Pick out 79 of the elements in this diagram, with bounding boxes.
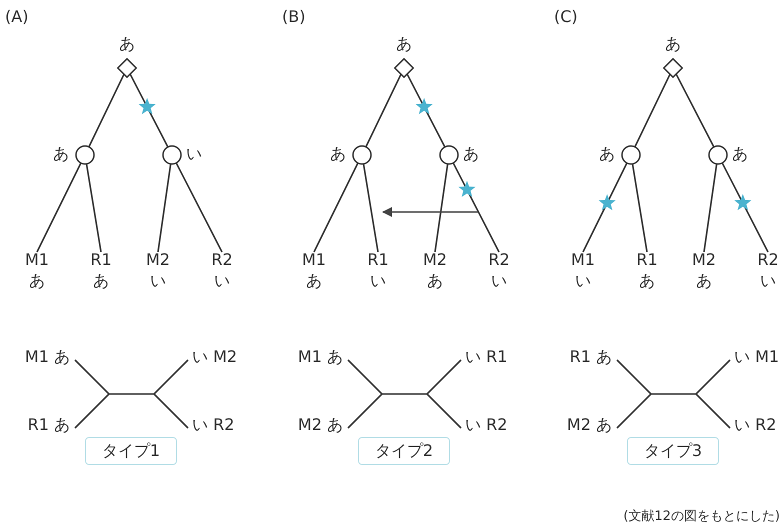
branch-line bbox=[703, 164, 718, 252]
branch-line bbox=[157, 164, 172, 252]
taxon-label: M2 bbox=[422, 249, 448, 270]
state-label: あ bbox=[426, 270, 444, 291]
caption: (文献12の図をもとにした) bbox=[623, 508, 780, 526]
branch-line bbox=[406, 74, 446, 148]
leaf-label: M2 あ bbox=[566, 415, 612, 435]
state-label: あ bbox=[695, 270, 713, 291]
state-label: あ bbox=[463, 144, 479, 164]
branch-line bbox=[632, 164, 648, 252]
taxon-label: R1 bbox=[635, 249, 659, 270]
taxon-label: M1 bbox=[24, 249, 50, 270]
type-label: タイプ1 bbox=[85, 437, 177, 465]
branch-line bbox=[452, 162, 500, 252]
branch-line bbox=[722, 162, 769, 252]
taxon-label: R1 bbox=[89, 249, 113, 270]
state-label: い bbox=[574, 270, 592, 291]
state-label: あ bbox=[599, 144, 615, 164]
leaf-label: い R2 bbox=[192, 415, 234, 435]
branch-line bbox=[313, 162, 359, 252]
leaf-label: い M2 bbox=[192, 347, 238, 367]
leaf-label: M2 あ bbox=[298, 415, 343, 435]
branch-line bbox=[36, 162, 82, 252]
taxon-label: R2 bbox=[756, 249, 780, 270]
leaf-label: い M1 bbox=[734, 347, 780, 367]
taxon-label: M2 bbox=[691, 249, 717, 270]
state-label: い bbox=[213, 270, 231, 291]
type-label: タイプ2 bbox=[358, 437, 450, 465]
taxon-label: R2 bbox=[487, 249, 511, 270]
root-diamond bbox=[394, 58, 414, 78]
leaf-label: い R1 bbox=[465, 347, 508, 367]
taxon-label: M1 bbox=[301, 249, 327, 270]
branch-line bbox=[86, 164, 102, 252]
state-label: い bbox=[149, 270, 167, 291]
leaf-label: R1 あ bbox=[28, 415, 70, 435]
node-circle bbox=[708, 145, 728, 165]
root-diamond bbox=[663, 58, 683, 78]
branch-line bbox=[362, 164, 379, 252]
node-circle bbox=[162, 145, 182, 165]
node-circle bbox=[352, 145, 372, 165]
state-label: あ bbox=[53, 144, 69, 164]
leaf-label: R1 あ bbox=[570, 347, 612, 367]
state-label: い bbox=[186, 144, 202, 164]
panel-label: (A) bbox=[5, 7, 28, 27]
taxon-label: R1 bbox=[366, 249, 390, 270]
leaf-label: い R2 bbox=[734, 415, 776, 435]
node-circle bbox=[621, 145, 641, 165]
leaf-label: い R2 bbox=[465, 415, 508, 435]
state-label: あ bbox=[330, 144, 346, 164]
taxon-label: M2 bbox=[145, 249, 171, 270]
panel-label: (B) bbox=[282, 7, 306, 27]
branch-line bbox=[582, 162, 628, 252]
state-label: あ bbox=[92, 270, 110, 291]
branch-line bbox=[634, 74, 671, 148]
state-label: あ bbox=[119, 34, 135, 54]
state-label: い bbox=[490, 270, 508, 291]
branch-line bbox=[88, 74, 125, 148]
state-label: あ bbox=[396, 34, 412, 54]
taxon-label: M1 bbox=[570, 249, 596, 270]
state-label: い bbox=[759, 270, 777, 291]
panel-label: (C) bbox=[554, 7, 578, 27]
node-circle bbox=[75, 145, 95, 165]
state-label: い bbox=[369, 270, 387, 291]
branch-line bbox=[176, 162, 223, 252]
root-diamond bbox=[117, 58, 137, 78]
branch-line bbox=[129, 74, 169, 148]
node-circle bbox=[439, 145, 459, 165]
taxon-label: R2 bbox=[210, 249, 234, 270]
type-label: タイプ3 bbox=[627, 437, 719, 465]
state-label: あ bbox=[28, 270, 46, 291]
leaf-label: M1 あ bbox=[24, 347, 70, 367]
leaf-label: M1 あ bbox=[298, 347, 343, 367]
branch-line bbox=[675, 74, 715, 148]
state-label: あ bbox=[732, 144, 748, 164]
branch-line bbox=[434, 164, 448, 252]
branch-line bbox=[365, 74, 402, 148]
state-label: あ bbox=[665, 34, 681, 54]
state-label: あ bbox=[305, 270, 323, 291]
state-label: あ bbox=[638, 270, 656, 291]
